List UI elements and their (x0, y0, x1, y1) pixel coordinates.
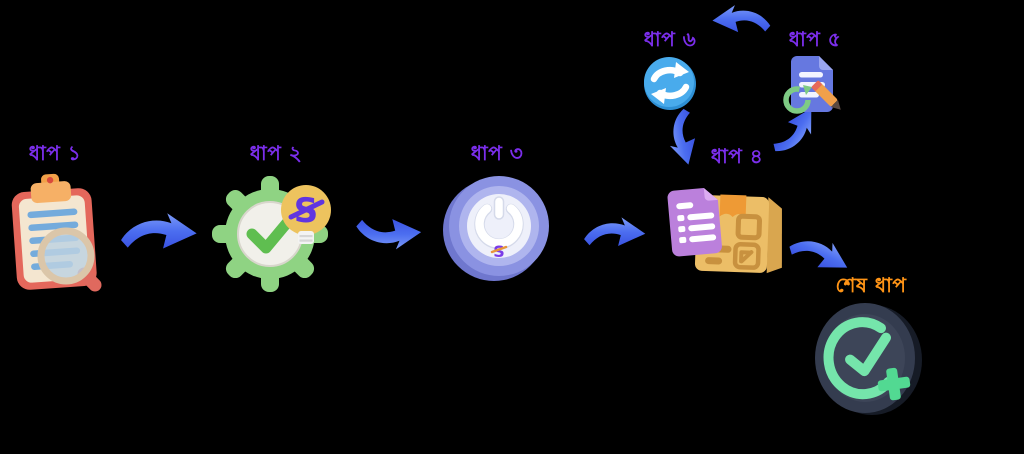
power-button-icon: S (443, 176, 549, 281)
step-4-group: ধাপ ৪ (672, 145, 802, 167)
check-plus-badge-icon (815, 303, 922, 415)
step-2-label: ধাপ ২ (249, 141, 303, 165)
step-1-label: ধাপ ১ (28, 141, 82, 165)
refresh-sync-icon (644, 57, 696, 110)
gear-check-lightbulb-icon: S (212, 176, 331, 292)
pencil-icon (811, 80, 841, 110)
arrow-step6-to-step4-icon (664, 107, 700, 168)
document-icon (667, 188, 722, 257)
step-6-label: ধাপ ৬ (643, 27, 697, 51)
arrow-step3-to-step4-icon (584, 217, 646, 246)
lightbulb-icon: S (281, 185, 331, 244)
step-6-group: ধাপ ৬ (630, 28, 710, 50)
step-2-group: ধাপ ২ (206, 142, 346, 164)
sync-arrow-icon (783, 86, 811, 114)
clipboard-search-icon (11, 173, 102, 292)
step-5-label: ধাপ ৫ (788, 27, 842, 51)
step-1-group: ধাপ ১ (0, 142, 110, 164)
step-4-label: ধাপ ৪ (710, 144, 764, 168)
final-step-label: শেষ ধাপ (835, 273, 907, 297)
final-step-group: শেষ ধাপ (815, 274, 927, 296)
step-3-group: ধাপ ৩ (438, 142, 556, 164)
arrow-step1-to-step2-icon (121, 213, 197, 249)
document-edit-icon (783, 56, 841, 114)
package-document-icon (667, 188, 782, 274)
power-s-glyph: S (493, 242, 505, 261)
step-3-label: ধাপ ৩ (470, 141, 524, 165)
arrow-step5-to-step6-icon (712, 5, 771, 33)
step-5-group: ধাপ ৫ (775, 28, 855, 50)
arrow-step2-to-step3-icon (356, 219, 422, 250)
